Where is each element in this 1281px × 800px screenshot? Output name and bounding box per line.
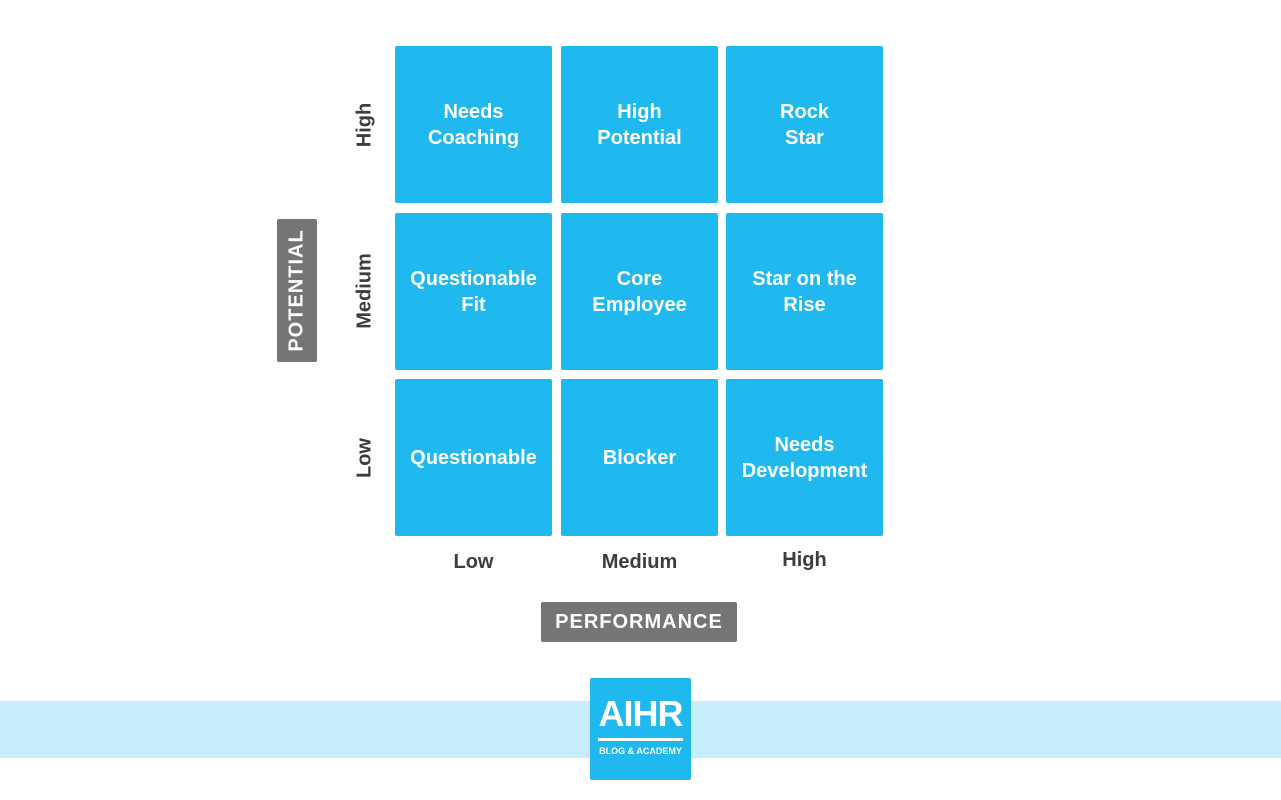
y-tick-medium: Medium [353, 253, 376, 329]
x-tick-medium: Medium [601, 551, 678, 573]
logo-wordmark: AIHR [598, 693, 684, 734]
aihr-logo: AIHR BLOG & ACADEMY [590, 678, 691, 780]
cell-needs-development: Needs Development [726, 379, 883, 536]
cell-high-potential: High Potential [561, 46, 718, 203]
cell-needs-coaching: Needs Coaching [395, 46, 552, 203]
cell-core-employee: Core Employee [561, 213, 718, 370]
x-axis-title-box: PERFORMANCE [541, 602, 737, 642]
y-tick-low: Low [353, 438, 376, 478]
cell-blocker: Blocker [561, 379, 718, 536]
logo-divider [598, 738, 683, 741]
cell-star-on-the-rise: Star on the Rise [726, 213, 883, 370]
y-axis-title: POTENTIAL [285, 229, 308, 352]
x-axis-title: PERFORMANCE [555, 610, 723, 633]
y-axis-title-box: POTENTIAL [277, 219, 317, 362]
cell-questionable-fit: Questionable Fit [395, 213, 552, 370]
logo-tagline: BLOG & ACADEMY [599, 746, 682, 756]
cell-questionable: Questionable [395, 379, 552, 536]
x-tick-high: High [782, 549, 827, 571]
x-tick-low: Low [453, 551, 494, 573]
y-tick-high: High [353, 102, 376, 148]
cell-rock-star: Rock Star [726, 46, 883, 203]
